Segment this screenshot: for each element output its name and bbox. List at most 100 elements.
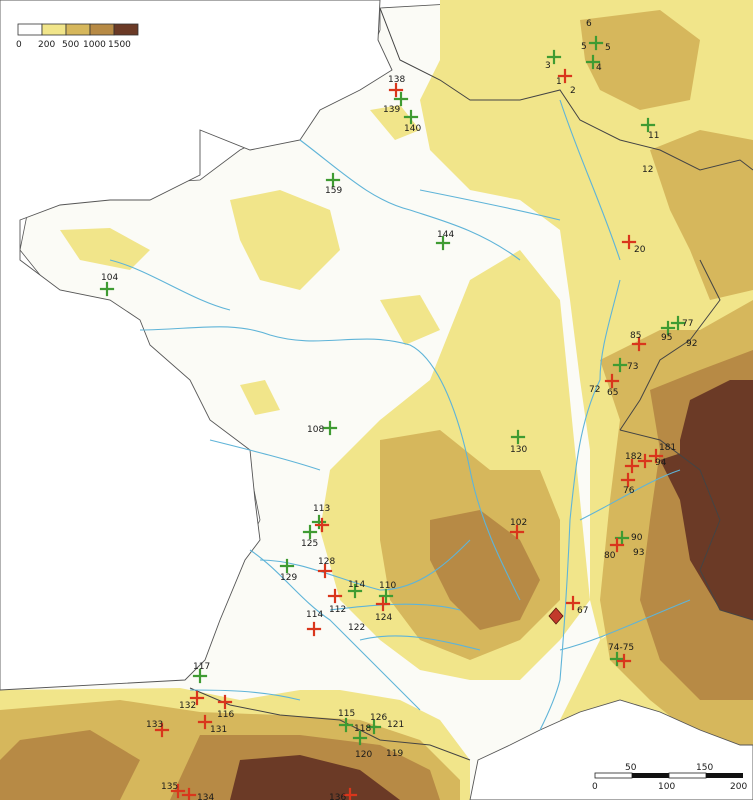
- site-marker: [322, 420, 338, 436]
- site-marker: [314, 517, 330, 533]
- river-seine: [299, 139, 521, 261]
- legend-tick: 200: [38, 40, 55, 50]
- site-marker: [546, 49, 562, 65]
- site-label: 140: [404, 124, 421, 134]
- site-marker: [565, 595, 581, 611]
- site-marker: [403, 109, 419, 125]
- site-marker: [197, 714, 213, 730]
- site-label: 2: [570, 86, 576, 96]
- site-label: 119: [386, 749, 403, 759]
- site-markers: [99, 35, 686, 800]
- site-label: 120: [355, 750, 372, 760]
- site-marker: [217, 694, 233, 710]
- legend-swatch-5: [113, 23, 139, 36]
- diamond-marker: [548, 607, 564, 625]
- site-marker: [338, 717, 354, 733]
- site-marker: [279, 558, 295, 574]
- site-marker: [648, 448, 664, 464]
- site-marker: [317, 563, 333, 579]
- site-label: 4: [596, 63, 602, 73]
- site-marker: [624, 458, 640, 474]
- site-label: 114: [348, 580, 365, 590]
- site-marker: [609, 537, 625, 553]
- site-label: 1: [556, 77, 562, 87]
- site-marker: [347, 583, 363, 599]
- site-label: 115: [338, 709, 355, 719]
- site-label: 65: [607, 388, 618, 398]
- site-label: 102: [510, 518, 527, 528]
- site-marker: [352, 730, 368, 746]
- site-label: 5: [581, 42, 587, 52]
- site-marker: [637, 453, 653, 469]
- legend-tick: 0: [16, 40, 22, 50]
- scale-bar: 50 150 0 100 200: [592, 763, 747, 792]
- site-label: 181: [659, 443, 676, 453]
- site-marker: [621, 234, 637, 250]
- site-label: 130: [510, 445, 527, 455]
- site-marker: [99, 281, 115, 297]
- site-marker: [378, 588, 394, 604]
- site-label: 113: [313, 504, 330, 514]
- river-dordogne: [259, 539, 471, 591]
- site-label: 131: [210, 725, 227, 735]
- site-label: 76: [623, 486, 635, 496]
- site-marker: [616, 653, 632, 669]
- river-rhone: [539, 379, 601, 731]
- site-marker: [393, 91, 409, 107]
- scale-label: 50: [625, 763, 637, 773]
- site-marker: [325, 172, 341, 188]
- site-label: 73: [627, 362, 638, 372]
- river-meuse: [559, 99, 621, 261]
- river-saone: [599, 279, 621, 381]
- site-marker: [620, 472, 636, 488]
- river-isere: [579, 469, 681, 521]
- site-label: 139: [383, 105, 400, 115]
- site-label: 136: [329, 793, 346, 800]
- site-marker: [631, 336, 647, 352]
- site-marker: [327, 588, 343, 604]
- site-marker: [170, 783, 186, 799]
- site-label: 135: [161, 782, 178, 792]
- river-tarn: [359, 635, 481, 651]
- legend-tick: 500: [62, 40, 79, 50]
- site-marker: [375, 596, 391, 612]
- site-marker: [604, 373, 620, 389]
- site-label: 5: [605, 43, 611, 53]
- site-label: 129: [280, 573, 297, 583]
- site-label: 72: [589, 385, 600, 395]
- site-label: 110: [379, 581, 396, 591]
- river-lot: [329, 603, 461, 611]
- site-label: 67: [577, 606, 588, 616]
- site-label: 117: [193, 662, 210, 672]
- site-label: 159: [325, 186, 342, 196]
- site-marker: [612, 357, 628, 373]
- site-label: 6: [586, 19, 592, 29]
- scale-label: 200: [730, 782, 747, 792]
- site-label: 11: [648, 131, 659, 141]
- site-marker: [181, 787, 197, 800]
- site-marker: [154, 722, 170, 738]
- site-label: 114: [306, 610, 323, 620]
- site-marker: [435, 235, 451, 251]
- river-durance: [559, 599, 691, 651]
- site-label: 182: [625, 452, 642, 462]
- site-marker: [306, 621, 322, 637]
- site-marker: [509, 524, 525, 540]
- legend-swatch-1: [17, 23, 43, 36]
- site-label: 108: [307, 425, 324, 435]
- site-label: 124: [375, 613, 392, 623]
- site-label: 121: [387, 720, 404, 730]
- site-marker: [640, 117, 656, 133]
- river-marne: [419, 189, 561, 221]
- site-label: 104: [101, 273, 118, 283]
- site-marker: [366, 719, 382, 735]
- site-label: 133: [146, 720, 163, 730]
- legend-tick: 1500: [108, 40, 131, 50]
- site-marker: [609, 651, 625, 667]
- scale-label: 150: [696, 763, 713, 773]
- site-marker: [388, 82, 404, 98]
- site-label: 138: [388, 75, 405, 85]
- legend-tick: 1000: [83, 40, 106, 50]
